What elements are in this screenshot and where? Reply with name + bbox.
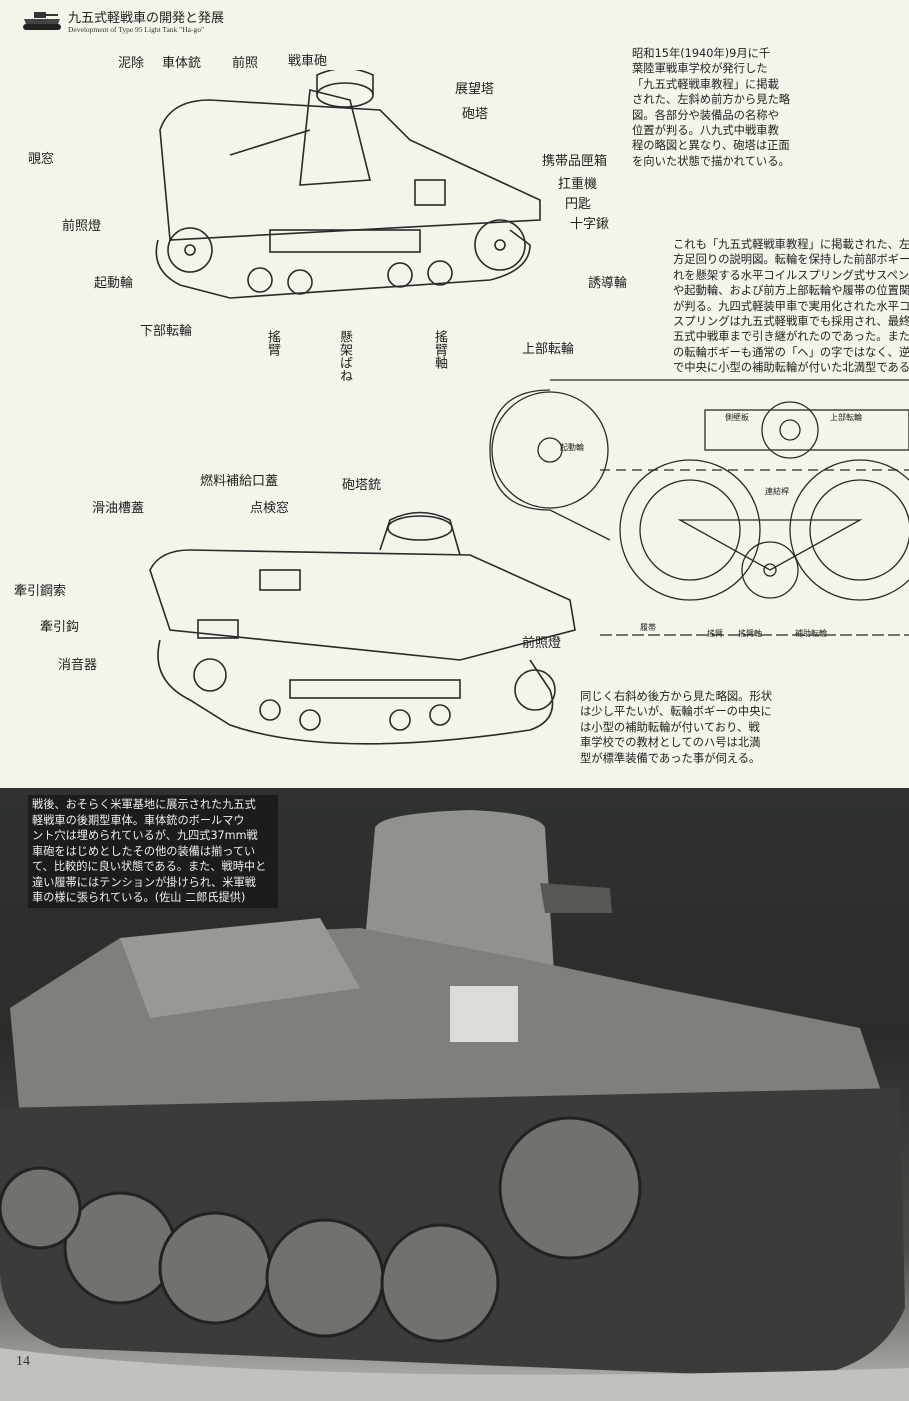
- label-tank-gun: 戦車砲: [288, 54, 328, 69]
- caption-line: 昭和15年(1940年)9月に千: [632, 47, 771, 60]
- label-arm-axle: 搖臂軸: [738, 629, 762, 638]
- label-fuel-cap: 燃料補給口蓋: [200, 474, 279, 489]
- label-tow-cable: 牽引鋼索: [14, 584, 67, 599]
- label-spring: 懸架ばね: [337, 330, 352, 382]
- caption-photo: 戦後、おそらく米軍基地に展示された九五式 軽戦車の後期型車体。車体銃のボールマウ…: [28, 795, 278, 908]
- label-cupola: 展望塔: [455, 82, 495, 97]
- caption-line: 違い履帯にはテンションが掛けられ、米軍戦: [32, 875, 256, 889]
- label-shovel: 円匙: [565, 197, 592, 212]
- label-arm-axle: 搖臂軸: [432, 330, 447, 369]
- label-arm: 搖臂: [265, 330, 280, 356]
- caption-line: が判る。九四式軽装甲車で実用化された水平コイ: [673, 299, 909, 313]
- header-subtitle: Development of Type 95 Light Tank "Ha-go…: [68, 25, 205, 34]
- label-turret: 砲塔: [462, 107, 489, 122]
- caption-line: 車の様に張られている。(佐山 二郎氏提供): [32, 891, 246, 904]
- caption-line: れを懸架する水平コイルスプリング式サスペンシ: [673, 268, 909, 282]
- label-front-light: 前照燈: [522, 636, 562, 651]
- caption-line: や起動輪、および前方上部転輪や履帯の位置関: [673, 284, 909, 298]
- caption-line: 車学校での教材としてのハ号は北満: [580, 736, 761, 750]
- caption-line: は小型の補助転輪が付いており、戦: [580, 720, 760, 734]
- label-headlight: 前照: [232, 56, 259, 71]
- label-muffler: 消音器: [58, 658, 98, 673]
- tank-rear-right-diagram: [149, 511, 576, 745]
- label-oil-cap: 滑油槽蓋: [92, 501, 145, 516]
- label-inspection-window: 点検窓: [250, 501, 290, 516]
- caption-line: は少し平たいが、転輪ボギーの中央に: [580, 705, 772, 719]
- caption-line: 「九五式軽戦車教程」に掲載: [632, 77, 779, 91]
- header-title: 九五式軽戦車の開発と発展: [68, 11, 225, 26]
- caption-line: 位置が判る。八九式中戦車教: [632, 124, 779, 138]
- caption-line: 戦後、おそらく米軍基地に展示された九五式: [32, 798, 256, 811]
- caption-line: の転輪ボギーも通常の「ヘ」の字ではなく、逆三角: [673, 345, 909, 359]
- label-turret-mg: 砲塔銃: [342, 478, 382, 493]
- caption-line: された、左斜め前方から見た略: [632, 93, 791, 107]
- caption-line: て、比較的に良い状態である。また、戦時中と: [32, 860, 267, 873]
- caption-line: を向いた状態で描かれている。: [632, 154, 790, 168]
- label-frame: 側壁板: [725, 413, 749, 422]
- caption-line: 軽戦車の後期型車体。車体銃のボールマウ: [32, 813, 245, 827]
- label-tool-box: 携帯品匣箱: [542, 154, 608, 169]
- label-arm: 搖臂: [707, 629, 723, 638]
- caption-line: これも「九五式軽戦車教程」に掲載された、左側: [673, 238, 909, 251]
- caption-line: 車砲をはじめとしたその他の装備は揃ってい: [32, 844, 256, 858]
- label-mudguard: 泥除: [118, 56, 145, 71]
- label-upper-roller: 上部転輪: [830, 413, 862, 422]
- caption-line: 葉陸軍戦車学校が発行した: [632, 62, 768, 76]
- suspension-diagram: [489, 379, 909, 636]
- caption-line: 図。各部分や装備品の名称や: [632, 108, 779, 122]
- label-sprocket: 起動輪: [560, 443, 584, 452]
- label-lower-roller: 下部転輪: [140, 324, 193, 339]
- label-aux-roller: 補助転輪: [795, 629, 827, 638]
- caption-line: ント穴は埋められているが、九四式37mm戦: [32, 829, 258, 842]
- caption-line: 型が標準装備であった事が伺える。: [580, 751, 761, 765]
- caption-diagram-2: 同じく右斜め後方から見た略図。形状 は少し平たいが、転輪ボギーの中央に は小型の…: [580, 689, 780, 766]
- caption-line: 程の略図と異なり、砲塔は正面: [632, 139, 790, 153]
- page-number: 14: [16, 1354, 30, 1369]
- caption-diagram-3: これも「九五式軽戦車教程」に掲載された、左側 方足回りの説明図。転輪を保持した前…: [673, 237, 909, 376]
- caption-line: で中央に小型の補助転輪が付いた北満型である: [673, 361, 909, 375]
- caption-diagram-1: 昭和15年(1940年)9月に千 葉陸軍戦車学校が発行した 「九五式軽戦車教程」…: [632, 46, 902, 169]
- caption-line: 方足回りの説明図。転輪を保持した前部ボギー、: [673, 253, 909, 267]
- tank-icon: [23, 12, 61, 30]
- label-upper-roller: 上部転輪: [522, 342, 575, 357]
- label-pickaxe: 十字鍬: [570, 217, 610, 232]
- label-vision-port: 覗窓: [28, 152, 55, 167]
- label-hull-gun: 車体銃: [162, 56, 202, 71]
- label-front-light: 前照燈: [62, 219, 102, 234]
- label-jack: 扛重機: [558, 177, 598, 192]
- label-rod: 連結桿: [765, 487, 789, 496]
- caption-line: 五式中戦車まで引き継がれたのであった。また図: [673, 330, 909, 344]
- caption-line: 同じく右斜め後方から見た略図。形状: [580, 690, 773, 703]
- label-idler: 誘導輪: [588, 276, 628, 291]
- tank-front-left-diagram: [155, 70, 541, 299]
- caption-line: スプリングは九五式軽戦車でも採用され、最終的: [673, 315, 909, 329]
- label-tow-hook: 牽引鈎: [40, 620, 80, 635]
- label-track: 履帯: [640, 623, 656, 632]
- running-header: 九五式軽戦車の開発と発展 Development of Type 95 Ligh…: [8, 4, 308, 38]
- label-sprocket: 起動輪: [94, 276, 134, 291]
